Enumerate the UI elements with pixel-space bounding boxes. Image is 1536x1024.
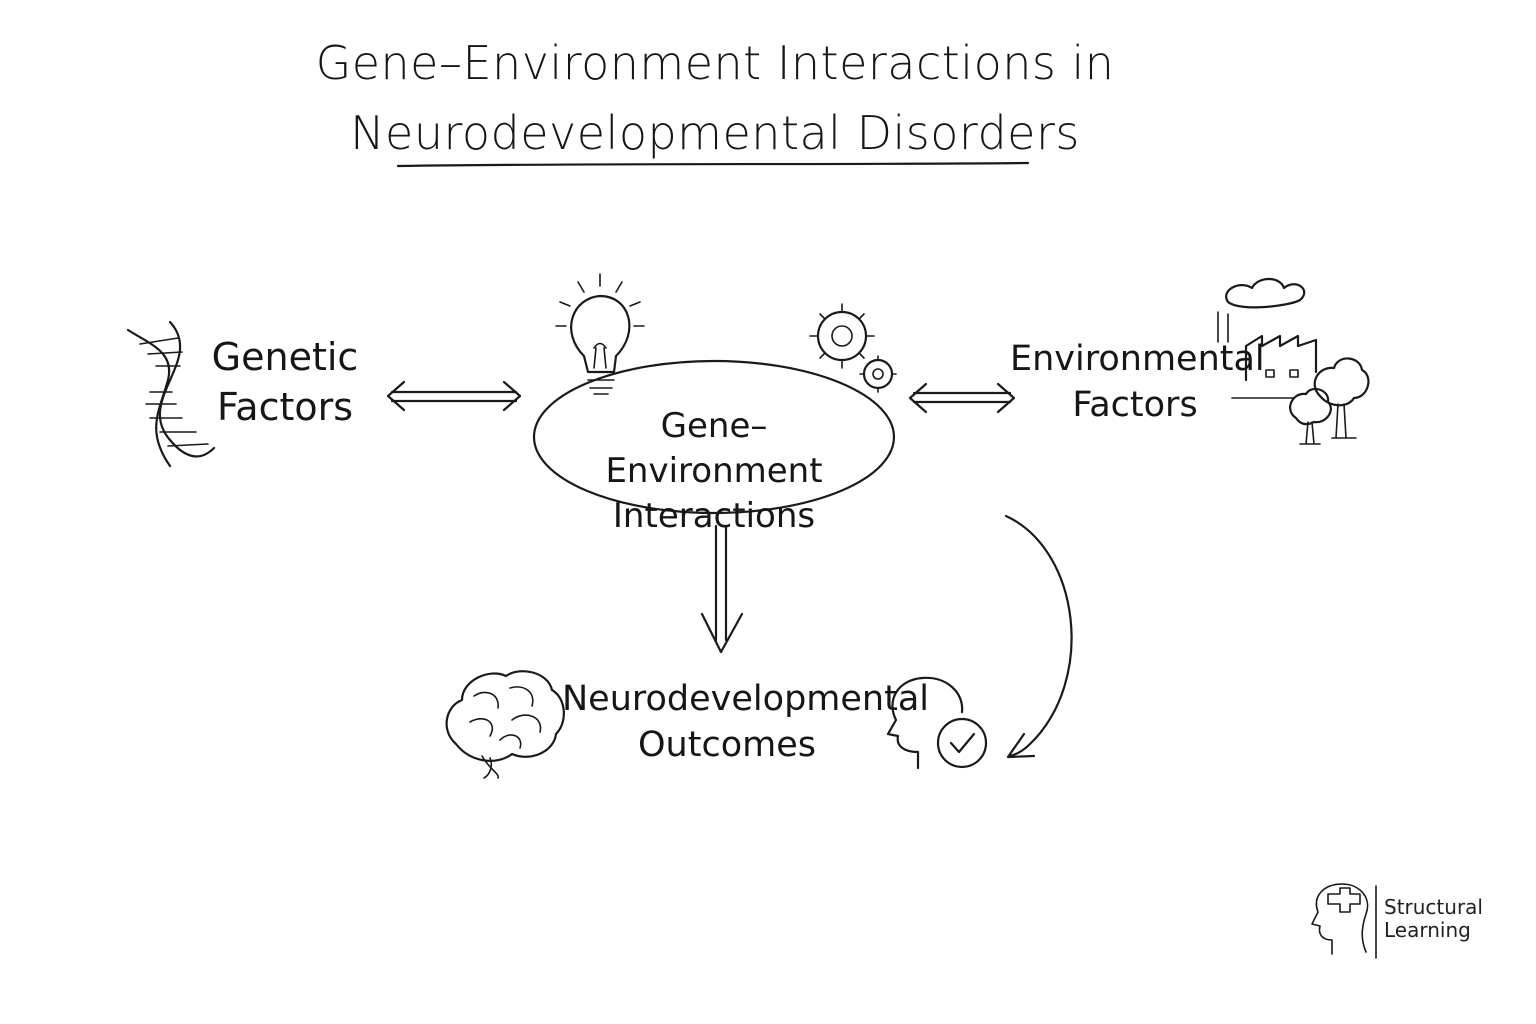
genetic-factors-label: Genetic Factors: [200, 332, 370, 432]
arrow-environmental-outcomes: [1004, 514, 1073, 759]
outcomes-line-2: Outcomes: [638, 725, 816, 766]
environmental-factors-label: Environmental Factors: [1010, 336, 1265, 428]
arrow-genetic-interaction: [386, 380, 522, 412]
lightbulb-icon: [555, 273, 645, 395]
interaction-line-1: Gene–Environment: [605, 406, 823, 491]
interaction-ellipse: [532, 359, 896, 515]
logo-line-2: Learning: [1384, 918, 1471, 942]
environmental-factors-line-2: Factors: [1072, 385, 1198, 426]
arrow-interaction-environmental: [908, 382, 1016, 414]
title-underline: [396, 161, 1030, 168]
title-line-2: Neurodevelopmental Disorders: [350, 106, 1080, 160]
outcomes-label: Neurodevelopmental Outcomes: [562, 676, 929, 768]
trees-icon: [1289, 357, 1370, 445]
logo-head-icon: [1311, 883, 1377, 959]
dna-icon: [126, 320, 216, 468]
genetic-factors-line-1: Genetic: [211, 335, 359, 379]
outcomes-line-1: Neurodevelopmental: [562, 679, 929, 719]
environmental-factors-line-1: Environmental: [1010, 339, 1265, 379]
genetic-factors-line-2: Factors: [216, 385, 354, 430]
interaction-line-2: Interactions: [612, 495, 816, 536]
logo-text: Structural Learning: [1384, 896, 1483, 942]
arrow-interaction-outcomes: [700, 524, 744, 654]
title-line-1: Gene–Environment Interactions in: [315, 36, 1115, 90]
head-check-icon: [886, 676, 988, 770]
brain-icon: [445, 670, 565, 779]
factory-icon: [1217, 277, 1318, 399]
gears-icon: [809, 303, 897, 393]
logo-line-1: Structural: [1384, 895, 1483, 919]
interaction-label: Gene–Environment Interactions: [554, 404, 874, 539]
